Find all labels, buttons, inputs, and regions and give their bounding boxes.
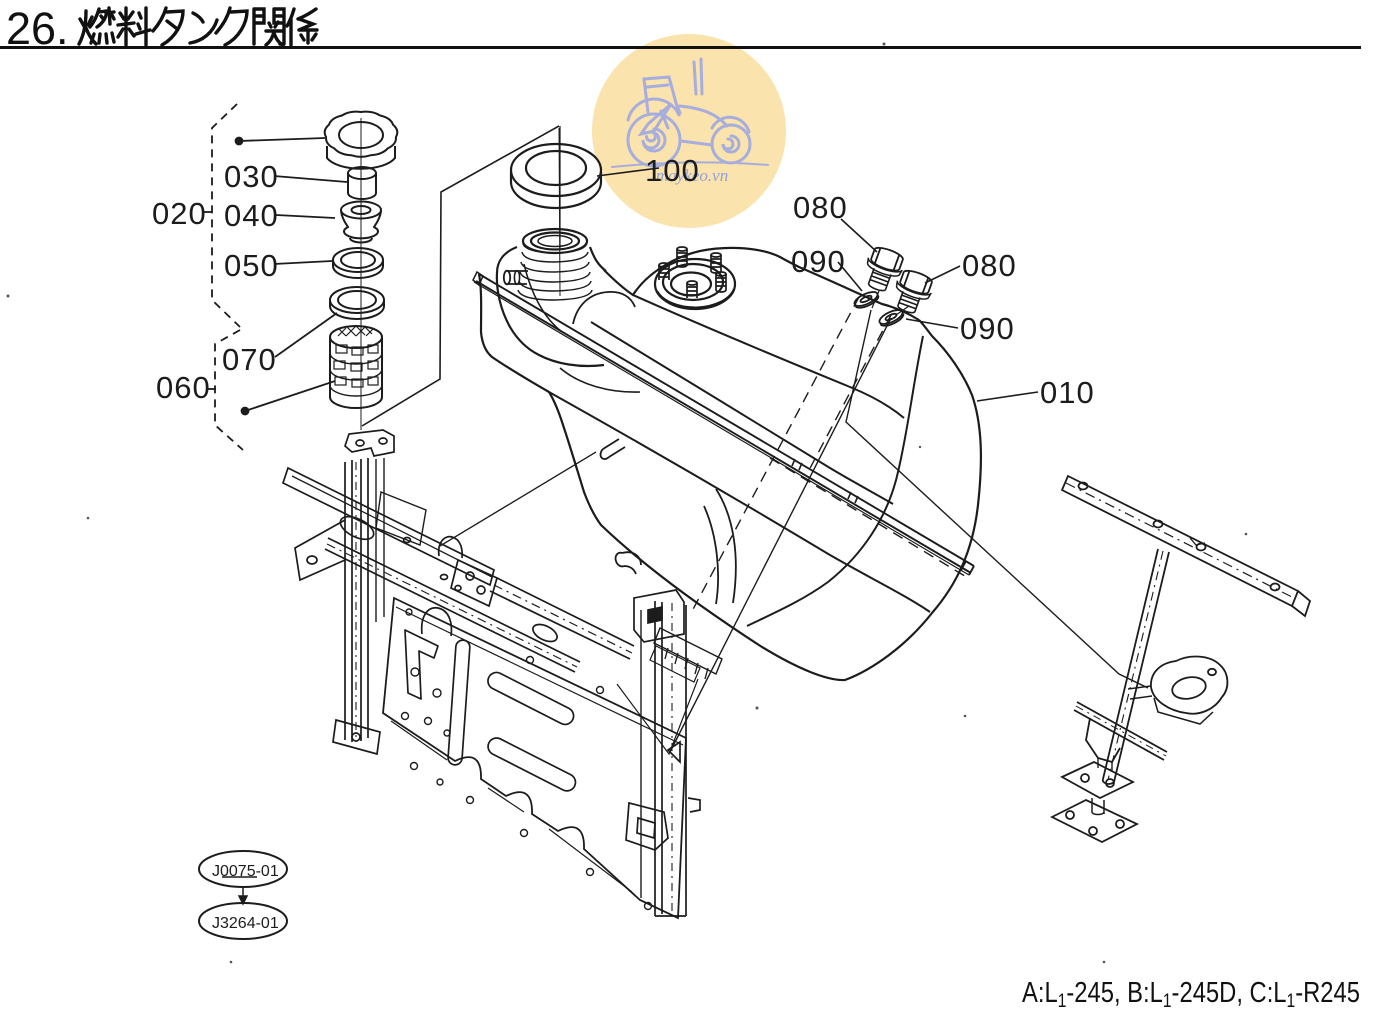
svg-text:J0075-01: J0075-01	[212, 863, 279, 880]
svg-text:030: 030	[224, 159, 279, 194]
svg-text:050: 050	[224, 248, 279, 283]
svg-text:090: 090	[960, 311, 1015, 346]
svg-text:100: 100	[645, 153, 700, 188]
svg-text:A:L1-245, B:L1-245D, C:L1-R2: A:L1-245, B:L1-245D, C:L1-R245	[1022, 977, 1360, 1012]
svg-text:090: 090	[791, 244, 846, 279]
svg-text:080: 080	[793, 190, 848, 225]
svg-text:maykeo.vn: maykeo.vn	[656, 166, 728, 185]
svg-text:020: 020	[152, 196, 207, 231]
svg-text:070: 070	[222, 342, 277, 377]
svg-text:010: 010	[1040, 375, 1095, 410]
svg-text:26.: 26.	[6, 3, 69, 54]
svg-text:040: 040	[224, 198, 279, 233]
svg-text:J3264-01: J3264-01	[212, 915, 279, 932]
svg-text:060: 060	[156, 370, 211, 405]
svg-text:080: 080	[962, 248, 1017, 283]
